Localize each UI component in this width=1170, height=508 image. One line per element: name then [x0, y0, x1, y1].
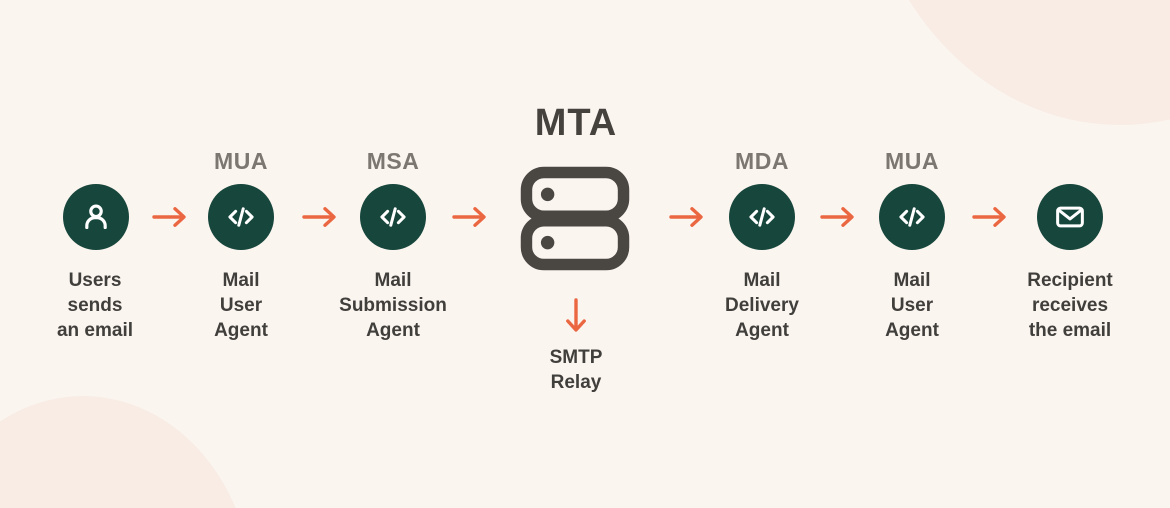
- decorative-blob-top-right: [860, 0, 1170, 125]
- mda-node: [729, 184, 795, 250]
- msa-node: [360, 184, 426, 250]
- arrow-right-icon: [150, 204, 190, 235]
- mta-title: MTA: [534, 102, 618, 144]
- recipient-caption: Recipient receives the email: [1027, 270, 1113, 341]
- envelope-icon: [1051, 198, 1089, 236]
- mda-caption: Mail Delivery Agent: [725, 270, 799, 341]
- arrow-right-icon: [818, 204, 858, 235]
- person-icon: [77, 198, 115, 236]
- server-icon: [515, 166, 635, 276]
- mta-node: [515, 165, 635, 277]
- mua-sender-heading: MUA: [214, 148, 268, 174]
- smtp-relay-caption: SMTP Relay: [549, 347, 603, 393]
- mua-sender-caption: Mail User Agent: [214, 270, 268, 341]
- code-icon: [374, 198, 412, 236]
- msa-heading: MSA: [366, 148, 420, 174]
- arrow-down-icon: [563, 296, 589, 341]
- arrow-right-icon: [667, 204, 707, 235]
- arrow-right-icon: [450, 204, 490, 235]
- mua-recipient-node: [879, 184, 945, 250]
- user-caption: Users sends an email: [56, 270, 134, 341]
- mua-recipient-caption: Mail User Agent: [885, 270, 939, 341]
- arrow-right-icon: [970, 204, 1010, 235]
- mua-recipient-heading: MUA: [885, 148, 939, 174]
- arrow-right-icon: [300, 204, 340, 235]
- recipient-node: [1037, 184, 1103, 250]
- mua-sender-node: [208, 184, 274, 250]
- mda-heading: MDA: [735, 148, 789, 174]
- code-icon: [222, 198, 260, 236]
- code-icon: [743, 198, 781, 236]
- decorative-blob-bottom-left: [0, 396, 253, 508]
- code-icon: [893, 198, 931, 236]
- msa-caption: Mail Submission Agent: [339, 270, 447, 341]
- user-node: [63, 184, 129, 250]
